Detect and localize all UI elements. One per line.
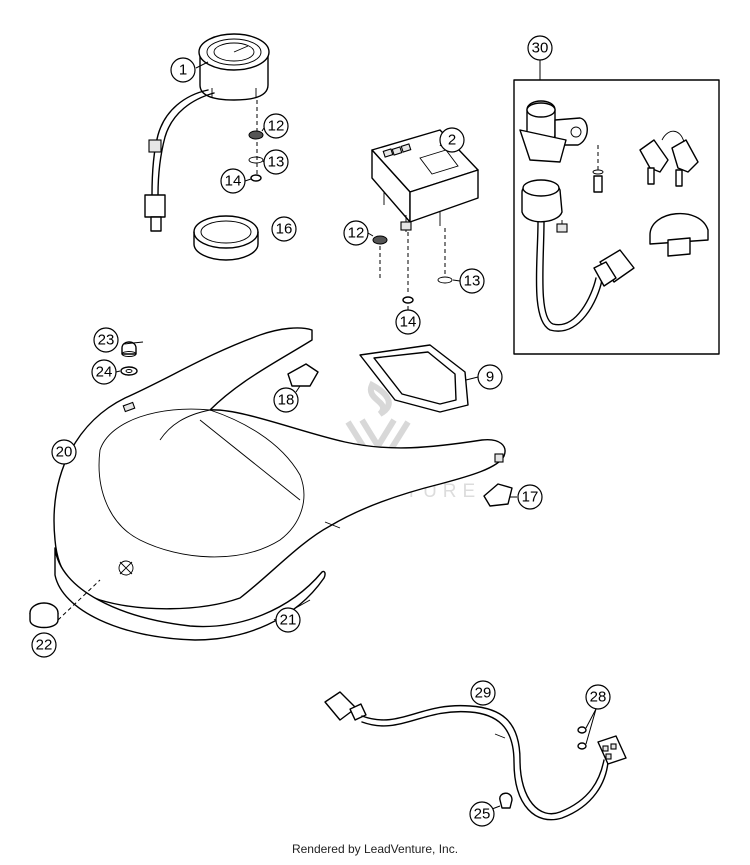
gauge-fasteners: [248, 100, 264, 182]
display-fasteners: [372, 228, 453, 304]
svg-text:28: 28: [590, 689, 607, 706]
callout-28: 28: [585, 684, 611, 710]
svg-text:29: 29: [475, 685, 492, 702]
svg-text:13: 13: [464, 273, 481, 290]
rubber-pad-18: [287, 363, 319, 387]
callout-14-gauge: 14: [220, 168, 246, 194]
callout-23: 23: [93, 327, 119, 353]
svg-text:30: 30: [532, 40, 549, 57]
washer-24: [120, 366, 138, 376]
svg-text:2: 2: [448, 132, 456, 149]
ignition-switch-kit: [513, 60, 720, 355]
callout-13-display: 13: [459, 268, 485, 294]
callout-14-display: 14: [395, 309, 421, 335]
svg-text:13: 13: [268, 154, 285, 171]
svg-text:18: 18: [278, 392, 295, 409]
display-frame: [359, 344, 469, 413]
callout-18: 18: [273, 387, 299, 413]
ignition-keys: [639, 130, 699, 187]
svg-text:24: 24: [96, 364, 113, 381]
svg-text:21: 21: [280, 612, 297, 629]
svg-text:12: 12: [268, 118, 285, 135]
callout-17: 17: [517, 484, 543, 510]
callout-13-gauge: 13: [263, 149, 289, 175]
svg-text:9: 9: [486, 369, 494, 386]
rubber-pad-17: [483, 483, 513, 507]
footer-credit: Rendered by LeadVenture, Inc.: [291, 842, 459, 856]
callout-29: 29: [470, 680, 496, 706]
rubber-plug: [29, 579, 101, 629]
callout-1: 1: [170, 57, 196, 83]
svg-text:14: 14: [225, 173, 242, 190]
callout-25: 25: [469, 801, 495, 827]
callout-12-gauge: 12: [263, 113, 289, 139]
svg-text:12: 12: [348, 225, 365, 242]
trim-strip: [54, 547, 326, 641]
callout-12-display: 12: [343, 220, 369, 246]
callout-20: 20: [51, 439, 77, 465]
callout-30: 30: [527, 35, 553, 61]
callout-9: 9: [477, 364, 503, 390]
callout-16: 16: [271, 216, 297, 242]
wiring-harness: [324, 691, 627, 821]
svg-text:1: 1: [179, 62, 187, 79]
callout-22: 22: [31, 632, 57, 658]
svg-text:22: 22: [36, 637, 53, 654]
ignition-cap: [649, 212, 709, 257]
svg-text:14: 14: [400, 314, 417, 331]
svg-text:17: 17: [522, 489, 539, 506]
svg-text:16: 16: [276, 221, 293, 238]
screws-28: [577, 726, 587, 750]
svg-text:20: 20: [56, 444, 73, 461]
callout-2: 2: [439, 127, 465, 153]
headlight-mask: [53, 327, 506, 610]
callout-21: 21: [275, 607, 301, 633]
rubber-ring: [193, 215, 259, 261]
speedometer-gauge: [144, 33, 270, 232]
cable-clip: [499, 792, 513, 809]
svg-text:25: 25: [474, 806, 491, 823]
svg-text:23: 23: [98, 332, 115, 349]
callout-24: 24: [91, 359, 117, 385]
